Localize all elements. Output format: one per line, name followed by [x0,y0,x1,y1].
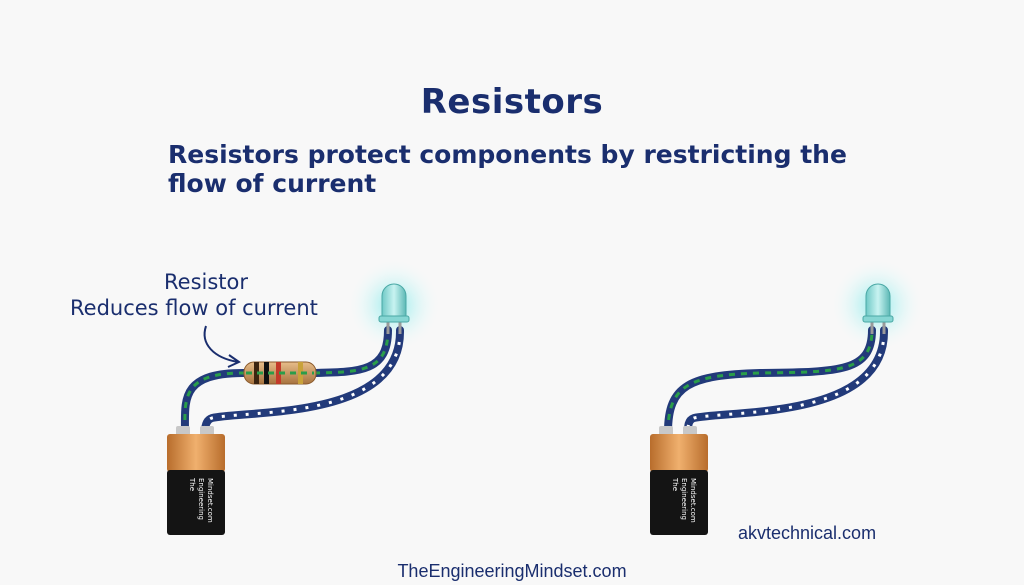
svg-text:Engineering: Engineering [197,478,205,520]
subtitle: Resistors protect components by restrict… [168,140,888,198]
svg-text:Engineering: Engineering [680,478,688,520]
subtitle-line-2: flow of current [168,169,377,198]
subtitle-line-1: Resistors protect components by restrict… [168,140,847,169]
page-title: Resistors [420,82,604,122]
left-circuit: The Engineering Mindset.com [167,257,442,535]
svg-text:The: The [671,477,679,491]
credit-text: akvtechnical.com [738,523,877,543]
led [862,283,894,334]
svg-text:The: The [188,477,196,491]
resistor-label: Resistor [164,270,248,294]
arrow-head-icon [227,354,242,368]
resistor-description: Reduces flow of current [70,296,318,320]
annotation-arrow [203,325,239,363]
footer-watermark: TheEngineeringMindset.com [397,561,627,581]
battery: The Engineering Mindset.com [167,426,225,535]
current-flow [313,329,390,375]
wire-to-resistor [180,368,250,436]
current-flow [686,329,886,433]
current-flow [666,329,874,433]
battery: The Engineering Mindset.com [650,426,708,535]
resistor [243,361,317,385]
battery-label: The Engineering Mindset.com [671,477,697,523]
battery-label: The Engineering Mindset.com [188,477,214,523]
svg-text:Mindset.com: Mindset.com [206,478,214,523]
svg-text:Mindset.com: Mindset.com [689,478,697,523]
right-circuit: The Engineering Mindset.com [650,257,925,535]
led [378,283,410,334]
current-flow [203,329,402,433]
